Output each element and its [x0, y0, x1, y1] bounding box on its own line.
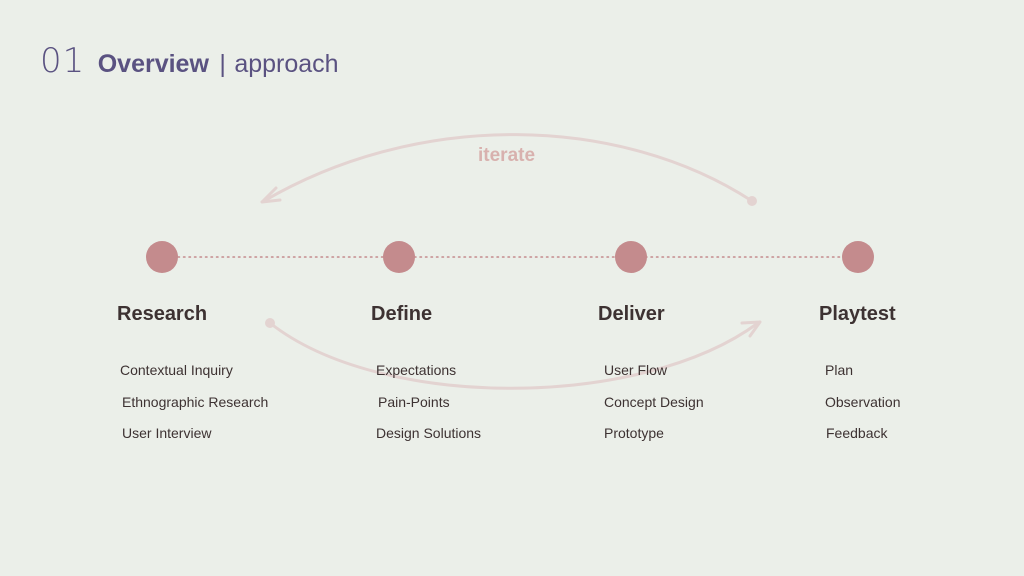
forward-arc-arrowhead [740, 320, 762, 338]
forward-arc-start-dot [265, 318, 275, 328]
list-item: Concept Design [604, 393, 704, 410]
iterate-arc-arrowhead [260, 186, 282, 204]
section-title: Overview [97, 50, 209, 78]
list-item: Prototype [604, 425, 664, 441]
list-item: Observation [825, 393, 901, 410]
title-separator: | [219, 50, 226, 78]
stage-title-define: Define [371, 303, 433, 325]
forward-arc [269, 321, 759, 390]
stage-title-deliver: Deliver [598, 303, 665, 325]
list-item: Feedback [826, 425, 888, 441]
stage-items-playtest: Plan Observation Feedback [825, 361, 900, 456]
stage-title-playtest: Playtest [819, 303, 896, 325]
slide-header: 01 Overview | approach [40, 44, 339, 78]
stage-node-define [383, 241, 415, 273]
section-number: 01 [40, 41, 86, 81]
stage-items-define: Expectations Pain-Points Design Solution… [376, 361, 481, 456]
stage-node-deliver [615, 241, 647, 273]
list-item: User Flow [604, 362, 668, 378]
stage-items-deliver: User Flow Concept Design Prototype [604, 361, 704, 456]
list-item: Plan [825, 362, 854, 378]
list-item: User Interview [122, 425, 212, 441]
list-item: Pain-Points [378, 393, 450, 410]
iterate-label: iterate [478, 145, 536, 166]
section-subtitle: approach [234, 50, 339, 78]
iterate-arc-start-dot [747, 196, 757, 206]
list-item: Design Solutions [376, 425, 482, 441]
list-item: Ethnographic Research [122, 393, 269, 410]
list-item: Expectations [376, 362, 457, 378]
stage-title-research: Research [117, 303, 208, 325]
stage-node-research [146, 241, 178, 273]
list-item: Contextual Inquiry [120, 362, 233, 378]
stage-items-research: Contextual Inquiry Ethnographic Research… [120, 361, 268, 456]
stage-node-playtest [842, 241, 874, 273]
iterate-arc [263, 133, 753, 203]
